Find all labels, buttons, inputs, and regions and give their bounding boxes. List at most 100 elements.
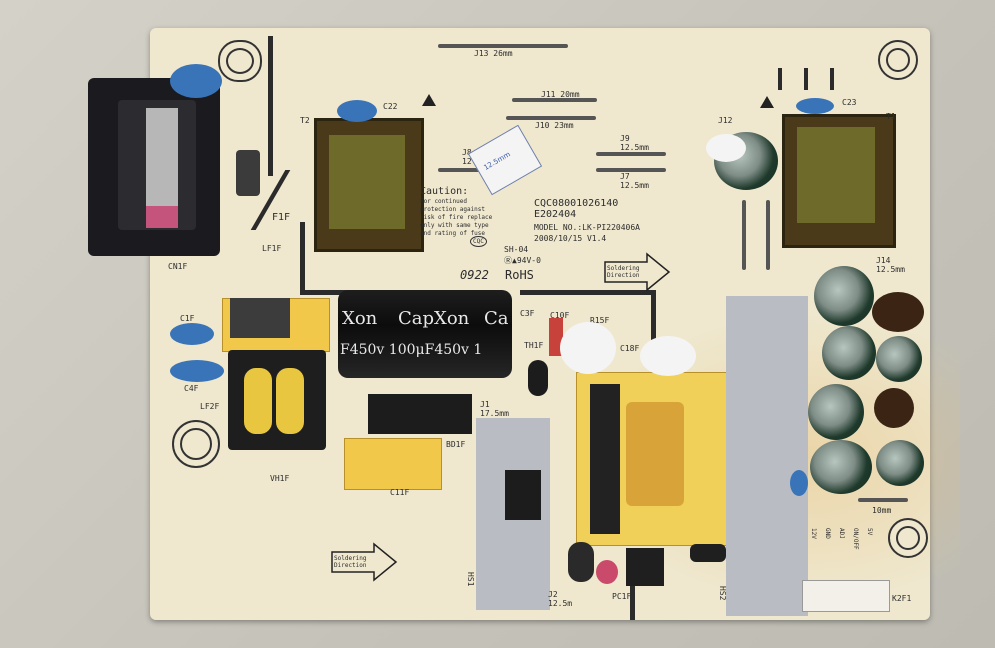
mounting-hole <box>218 40 262 82</box>
label-j10: J10 23mm <box>535 121 574 130</box>
pcb-trace <box>300 222 305 294</box>
y-capacitor-c23 <box>796 98 834 114</box>
choke-winding <box>244 368 272 434</box>
label-c23: C23 <box>842 98 857 107</box>
cqc-mark: CQC <box>470 236 487 247</box>
label-j9-size: 12.5mm <box>620 143 649 152</box>
label-c4f: C4F <box>184 384 199 393</box>
soldering-direction-arrow: Soldering Direction <box>330 542 400 586</box>
label-j2-size: 12.5m <box>548 599 573 608</box>
heatsink-hs2 <box>726 296 808 616</box>
jumper <box>742 200 746 270</box>
mounting-hole <box>878 40 918 80</box>
label-t2: T2 <box>300 116 310 125</box>
bridge-rectifier <box>368 394 472 434</box>
label-k2f1: K2F1 <box>892 594 912 603</box>
y-capacitor-c4f <box>170 360 224 382</box>
white-glue <box>640 336 696 376</box>
transformer-core <box>590 384 620 534</box>
label-hs1: HS1 <box>466 572 475 587</box>
transformer-t1 <box>782 114 896 248</box>
sh-code: SH-04 <box>504 245 529 254</box>
choke-winding <box>276 368 304 434</box>
rohs-mark: RoHS <box>505 268 534 282</box>
label-c10f: C10F <box>550 311 570 320</box>
model-number: MODEL NO.:LK-PI220406A <box>534 223 640 232</box>
ac-inlet <box>88 78 220 256</box>
white-glue <box>706 134 746 162</box>
fuse <box>236 150 260 196</box>
y-capacitor-blue <box>170 64 222 98</box>
label-c22: C22 <box>383 102 398 111</box>
thermistor <box>528 360 548 396</box>
label-j7-size: 12.5mm <box>620 181 649 190</box>
cqc-code: CQC08001026140 <box>534 198 619 209</box>
caution-block: Caution: For continued protection agains… <box>420 186 502 242</box>
label-bd1f: BD1F <box>446 440 466 449</box>
e-number: E202404 <box>534 209 577 220</box>
insulation-tape <box>230 298 290 338</box>
output-capacitor <box>808 384 864 440</box>
batch-number: 0922 <box>460 268 489 282</box>
label-vh1f: VH1F <box>270 474 290 483</box>
pcb-trace <box>651 290 656 360</box>
white-glue <box>560 322 616 374</box>
jumper-j11 <box>512 98 597 102</box>
connector-pin-labels: 12V GND ADJ ON/OFF 5V <box>810 528 873 550</box>
jumper <box>766 200 770 270</box>
label-j9: J9 <box>620 134 630 143</box>
label-j1-size: 17.5mm <box>480 409 509 418</box>
diode <box>690 544 726 562</box>
output-capacitor <box>876 336 922 382</box>
output-capacitor <box>810 440 872 494</box>
jumper-j10 <box>506 116 596 120</box>
slot <box>804 68 808 90</box>
bulk-capacitor-capxon: Xon CapXon Ca F450v 100μF450v 1 <box>338 290 512 378</box>
label-j8: J8 <box>462 148 472 157</box>
y-capacitor-c22 <box>337 100 377 122</box>
capacitor-c10f <box>549 318 563 356</box>
label-c1f: C1F <box>180 314 195 323</box>
mounting-hole <box>888 518 928 558</box>
output-capacitor-brown <box>874 388 914 428</box>
label-c11f: C11F <box>390 488 410 497</box>
label-j14-size: 12.5mm <box>876 265 905 274</box>
small-capacitor <box>596 560 618 584</box>
output-connector <box>802 580 890 612</box>
slot <box>830 68 834 90</box>
mosfet <box>505 470 541 520</box>
optocoupler <box>626 548 664 586</box>
y-capacitor-c1f <box>170 323 214 345</box>
output-capacitor <box>822 326 876 380</box>
jumper-j9 <box>596 152 666 156</box>
label-th1f: TH1F <box>524 341 544 350</box>
pcb-trace <box>520 290 655 295</box>
label-c18f: C18F <box>620 344 640 353</box>
label-r15f: R15F <box>590 316 610 325</box>
label-cn1f: CN1F <box>168 262 188 271</box>
x-capacitor-c11f <box>344 438 442 490</box>
jumper-j13 <box>438 44 568 48</box>
date-version: 2008/10/15 V1.4 <box>534 234 607 243</box>
label-j7: J7 <box>620 172 630 181</box>
transformer-tape <box>626 402 684 506</box>
hazard-icon <box>760 96 774 108</box>
caution-text: For continued protection against risk of… <box>420 198 493 237</box>
output-capacitor-brown <box>872 292 924 332</box>
label-t1: T1 <box>886 112 896 121</box>
label-f1f: F1F <box>272 212 291 223</box>
slot <box>778 68 782 90</box>
ul-rating: Ⓡ▲94V-0 <box>504 256 541 265</box>
output-capacitor <box>876 440 924 486</box>
label-j1: J1 <box>480 400 490 409</box>
y-capacitor <box>790 470 808 496</box>
label-10mm: 10mm <box>872 506 892 515</box>
label-lf1f: LF1F <box>262 244 282 253</box>
label-c3f: C3F <box>520 309 535 318</box>
label-j14: J14 <box>876 256 891 265</box>
label-lf2f: LF2F <box>200 402 220 411</box>
caution-title: Caution: <box>420 186 469 197</box>
hazard-icon <box>422 94 436 106</box>
output-capacitor <box>814 266 874 326</box>
mounting-hole <box>172 420 220 468</box>
